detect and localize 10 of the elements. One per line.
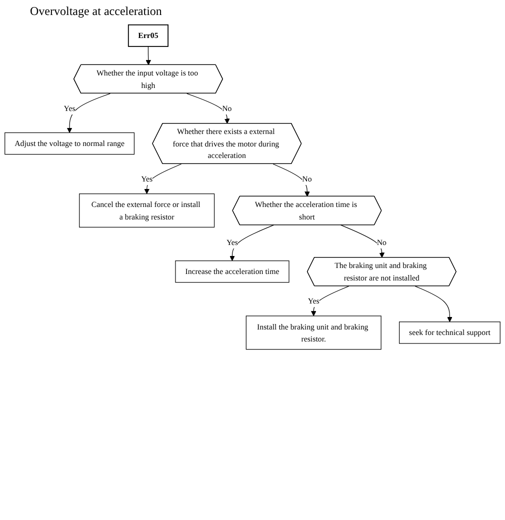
arrow: [146, 46, 152, 66]
arrow: [272, 164, 310, 197]
arrow: [186, 93, 230, 124]
diagram-title: Overvoltage at acceleration: [29, 3, 163, 20]
arrow: [414, 286, 452, 322]
arrow: [340, 224, 385, 258]
arrow: [144, 164, 182, 194]
arrow: [66, 93, 110, 133]
arrow: [230, 224, 274, 262]
arrow: [310, 286, 350, 316]
